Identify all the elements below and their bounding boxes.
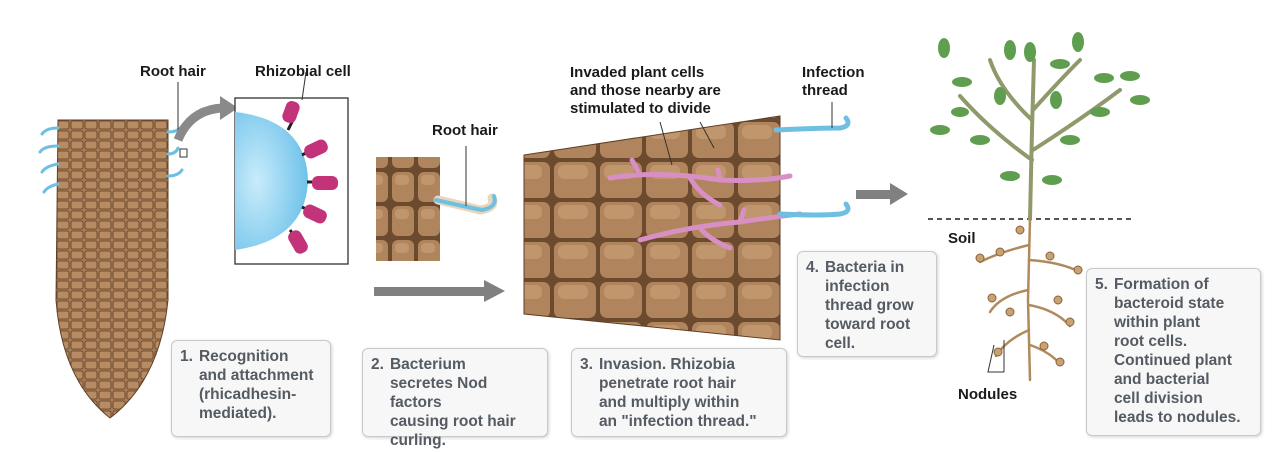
step-number: 2. [371,356,384,373]
label-soil: Soil [948,230,976,247]
label-root-hair-2: Root hair [432,122,498,139]
label-nodules: Nodules [958,386,1018,403]
leaves [930,32,1150,185]
step-3-box: 3. Invasion. Rhizobia penetrate root hair… [571,348,787,437]
step-number: 1. [180,348,193,365]
root-hair-curling [376,146,498,261]
step-text: Formation of bacteroid state within plan… [1113,276,1241,426]
arrow-2-to-3 [374,280,505,302]
step-4-box: 4. Bacteria in infection thread grow towa… [797,251,937,357]
label-invaded-cells: Invaded plant cells and those nearby are… [570,64,721,117]
arrow-to-plant [856,183,908,205]
step-text: Bacterium secretes Nod factors causing r… [389,356,516,449]
zoom-arrow [173,103,223,142]
infection-threads [607,157,803,251]
label-infection-thread: Infection thread [802,64,865,99]
step-text: Bacteria in infection thread grow toward… [824,259,914,352]
step-number: 5. [1095,276,1108,293]
step-1-box: 1. Recognition and attachment (rhicadhesi… [171,340,331,437]
label-root-hair-1: Root hair [140,63,206,80]
rhizobial-cell-inset [234,71,349,265]
invaded-tissue [523,102,851,341]
step-number: 3. [580,356,593,373]
zoom-marker [179,148,188,158]
label-rhizobial-cell: Rhizobial cell [255,63,351,80]
nod-factor-receptors [282,100,338,254]
step-text: Invasion. Rhizobia penetrate root hair a… [598,356,757,430]
step-text: Recognition and attachment (rhicadhesin-… [198,348,314,422]
step-2-box: 2. Bacterium secretes Nod factors causing… [362,348,548,449]
nodule-dots [975,225,1083,367]
root-hairs-left [38,124,184,194]
nodules-pointer [987,340,1005,373]
step-number: 4. [806,259,819,276]
root-tip [38,82,188,419]
root-hair-bottom [777,201,851,218]
stem [958,58,1122,221]
step-5-box: 5. Formation of bacteroid state within pl… [1086,268,1261,436]
plant [928,32,1150,382]
root-hair-top [773,115,851,133]
